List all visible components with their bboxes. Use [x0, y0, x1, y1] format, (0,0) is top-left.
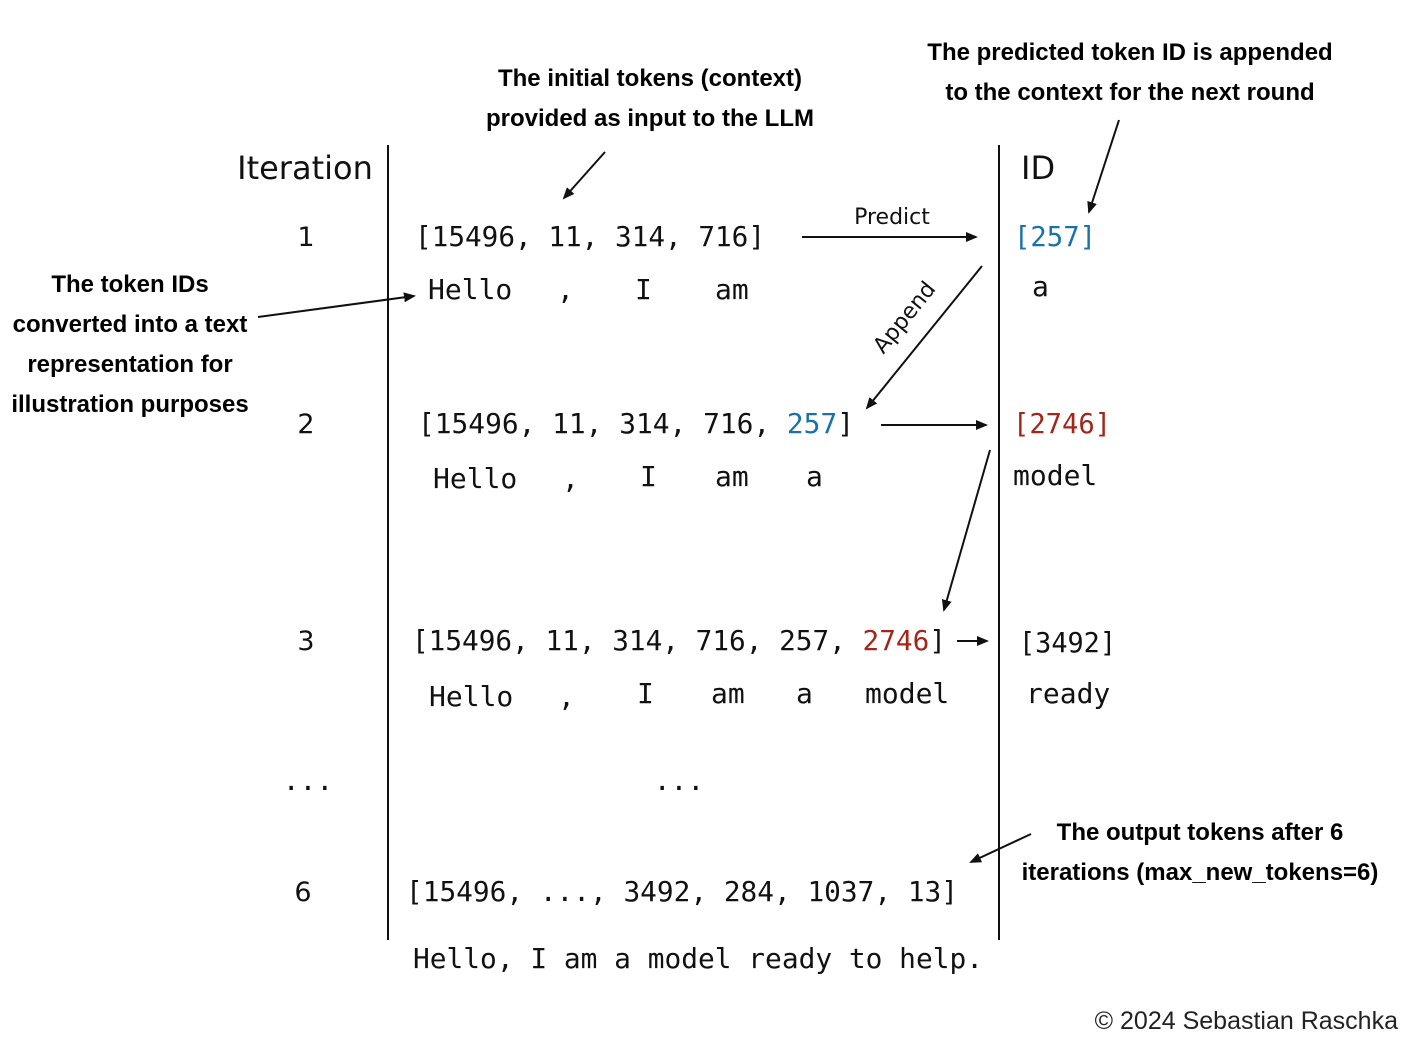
iteration-number: 1 [297, 222, 314, 253]
annotation-line: to the context for the next round [945, 79, 1314, 106]
annotation-line: converted into a text [13, 311, 248, 338]
iteration-ellipsis: ... [283, 764, 334, 797]
annotation-predicted-appended: The predicted token ID is appended to th… [927, 39, 1332, 106]
token-word: model [865, 677, 949, 710]
token-word: Hello [433, 462, 517, 495]
token-word: a [796, 677, 813, 710]
annotation-line: The token IDs [51, 271, 208, 298]
annotation-line: The output tokens after 6 [1057, 819, 1344, 846]
ids-ellipsis: ... [654, 764, 705, 797]
predicted-token-id: [2746] [1013, 407, 1111, 440]
token-word: , [562, 462, 579, 495]
predicted-token-word: a [1032, 270, 1049, 303]
arrow-token-text [257, 292, 416, 318]
predicted-token-word: ready [1026, 677, 1110, 710]
token-word: , [558, 680, 575, 713]
token-word: am [715, 460, 749, 493]
iteration-number: 6 [294, 877, 311, 908]
ids-suffix: ] [929, 624, 946, 657]
predict-label: Predict [854, 205, 930, 230]
iteration-header: Iteration [237, 149, 373, 187]
token-word: I [635, 273, 652, 306]
append-arrow-2 [941, 449, 991, 612]
annotation-output-tokens: The output tokens after 6 iterations (ma… [1022, 819, 1379, 886]
ids-prefix: [15496, 11, 314, 716, 257, [412, 624, 863, 657]
token-word: am [711, 677, 745, 710]
token-word: I [637, 677, 654, 710]
token-word: am [715, 273, 749, 306]
appended-id: 257 [787, 407, 837, 440]
append-arrow [865, 265, 983, 410]
ids-prefix: [15496, 11, 314, 716, [418, 407, 787, 440]
token-word: I [640, 460, 657, 493]
appended-id: 2746 [863, 624, 930, 657]
predicted-token-word: model [1013, 459, 1097, 492]
iteration-row-2: 2 [15496, 11, 314, 716, 257] Hello , I a… [297, 407, 1111, 495]
iteration-number: 2 [297, 409, 314, 440]
token-word: Hello [428, 273, 512, 306]
annotation-line: The initial tokens (context) [498, 65, 802, 92]
token-word: , [557, 273, 574, 306]
annotation-line: representation for [27, 351, 232, 378]
arrow-initial-tokens [562, 151, 606, 200]
token-word: Hello [429, 680, 513, 713]
predicted-token-id: [257] [1014, 220, 1096, 253]
arrow-predicted-appended [1087, 119, 1120, 214]
annotation-token-text: The token IDs converted into a text repr… [11, 271, 248, 418]
predicted-token-id: [3492] [1019, 626, 1116, 659]
append-label: Append [869, 277, 942, 358]
context-token-ids: [15496, 11, 314, 716] [415, 220, 765, 253]
id-header: ID [1021, 149, 1055, 187]
iteration-number: 3 [297, 626, 314, 657]
final-token-ids: [15496, ..., 3492, 284, 1037, 13] [406, 875, 958, 908]
final-sentence: Hello, I am a model ready to help. [413, 942, 983, 975]
ellipsis-row: ... ... [283, 764, 705, 797]
annotation-line: illustration purposes [11, 391, 248, 418]
context-token-ids: [15496, 11, 314, 716, 257] [418, 407, 854, 440]
annotation-initial-tokens: The initial tokens (context) provided as… [486, 65, 814, 132]
ids-suffix: ] [837, 407, 854, 440]
annotation-line: provided as input to the LLM [486, 105, 814, 132]
annotation-line: iterations (max_new_tokens=6) [1022, 859, 1379, 886]
iteration-row-6: 6 [15496, ..., 3492, 284, 1037, 13] Hell… [294, 875, 983, 975]
token-word: a [806, 460, 823, 493]
annotation-line: The predicted token ID is appended [927, 39, 1332, 66]
copyright: © 2024 Sebastian Raschka [1095, 1007, 1398, 1035]
iteration-row-3: 3 [15496, 11, 314, 716, 257, 2746] Hello… [297, 624, 1116, 713]
context-token-ids: [15496, 11, 314, 716, 257, 2746] [412, 624, 946, 657]
iteration-row-1: 1 [15496, 11, 314, 716] Hello , I am [25… [297, 220, 1096, 306]
arrow-output-tokens [969, 833, 1032, 863]
